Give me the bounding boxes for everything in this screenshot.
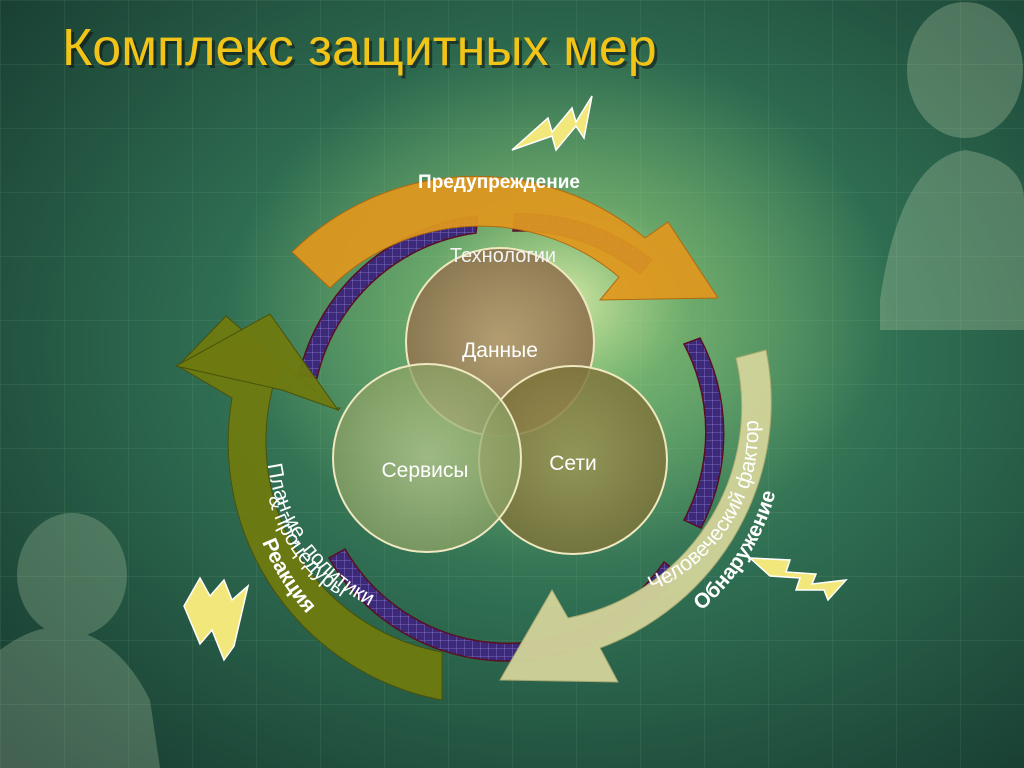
person-photo-left xyxy=(0,513,160,768)
prevention-arrow xyxy=(291,175,719,301)
svg-text:Комплекс защитных мер: Комплекс защитных мер xyxy=(65,22,660,80)
page-title: Комплекс защитных мер xyxy=(62,19,657,77)
lightning-icon xyxy=(183,576,250,662)
circle-data-label: Данные xyxy=(462,339,538,362)
technologies-label: Технологии xyxy=(450,245,556,267)
detection-arrow xyxy=(499,349,772,683)
circles xyxy=(332,247,668,555)
lightning-icon xyxy=(511,95,593,152)
lightning-icon xyxy=(747,557,848,602)
prevention-label: Предупреждение xyxy=(418,172,580,193)
circle-services xyxy=(332,363,522,553)
reaction-arrow xyxy=(174,313,443,701)
person-photo-right xyxy=(880,2,1024,330)
circle-networks-label: Сети xyxy=(549,452,597,475)
circle-services-label: Сервисы xyxy=(381,459,468,482)
